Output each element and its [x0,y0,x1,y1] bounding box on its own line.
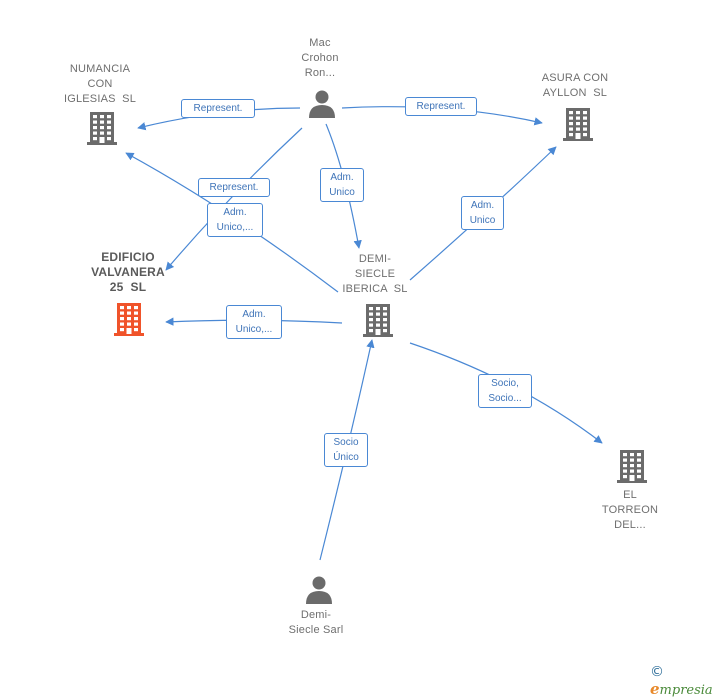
label-line: 25 SL [109,280,147,294]
node-label-asura[interactable]: ASURA CON AYLLON SL [525,71,625,101]
edge-label-e5[interactable]: Adm. Unico,... [207,203,263,237]
node-label-el-torreon[interactable]: EL TORREON DEL... [580,488,680,533]
edge-label-e4[interactable]: Represent. [198,178,270,197]
label-line: DEMI- [358,253,392,265]
label-line: Adm. [242,309,266,320]
building-icon[interactable] [114,303,144,336]
person-icon[interactable] [306,576,332,605]
edge-label-e8[interactable]: Socio, Socio... [478,374,532,408]
label-line: Socio... [488,393,522,404]
label-line: Represent. [416,101,466,112]
empresia-logo-initial: e [650,680,660,698]
edge-label-e1[interactable]: Represent. [181,99,255,118]
label-line: EL [623,489,637,501]
label-line: Represent. [209,182,259,193]
edge-label-e7[interactable]: Adm. Unico,... [226,305,282,339]
label-line: IBERICA SL [342,283,408,295]
label-line: TORREON [601,504,659,516]
label-line: SIECLE [354,268,396,280]
label-line: Único [333,452,359,463]
label-line: Socio, [491,378,519,389]
label-line: Siecle Sarl [288,624,344,636]
edge-label-e3[interactable]: Adm. Unico [320,168,364,202]
label-line: Socio [333,437,359,448]
label-line: Ron... [304,67,336,79]
label-line: Crohon [301,52,339,64]
node-label-demi-siecle-iberica[interactable]: DEMI- SIECLE IBERICA SL [325,252,425,297]
label-line: Represent. [193,103,243,114]
label-line: Unico,... [235,324,273,335]
label-line: Adm. [330,172,354,183]
label-line: ASURA CON [541,72,609,84]
label-line: VALVANERA [91,265,165,279]
edge-line-represent-edificio [165,127,303,271]
node-label-demi-siecle-sarl[interactable]: Demi- Siecle Sarl [266,608,366,638]
building-icon[interactable] [617,450,647,483]
copyright-symbol: © [650,664,664,680]
label-line: Mac [309,37,331,49]
label-line: Unico,... [216,222,254,233]
label-line: Adm. [223,207,247,218]
label-line: Unico [329,187,355,198]
building-icon[interactable] [87,112,117,145]
label-line: Unico [469,215,496,226]
label-line: NUMANCIA [69,63,131,75]
node-label-numancia[interactable]: NUMANCIA CON IGLESIAS SL [50,62,150,107]
label-line: Demi- [300,609,332,621]
label-line: EDIFICIO [101,250,155,264]
empresia-copyright: © empresia [650,664,728,698]
label-line: Adm. [470,200,495,211]
label-line: DEL... [614,519,646,531]
edge-lines [125,106,603,561]
edge-label-e6[interactable]: Adm. Unico [461,196,504,230]
building-icon[interactable] [363,304,393,337]
edge-label-e2[interactable]: Represent. [405,97,477,116]
label-line: CON [87,78,113,90]
person-icon[interactable] [309,90,335,119]
label-line: IGLESIAS SL [63,93,137,105]
label-line: AYLLON SL [542,87,608,99]
empresia-logo-text: mpresia [659,683,713,698]
building-icon[interactable] [563,108,593,141]
